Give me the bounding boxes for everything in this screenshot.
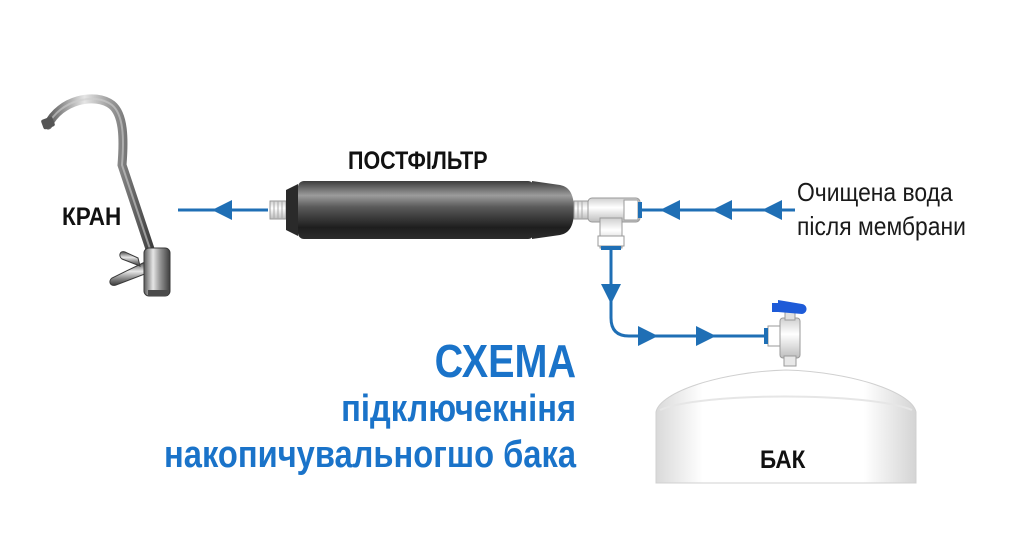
- tank-valve-icon: [764, 300, 807, 367]
- postfilter-label: ПОСТФІЛЬТР: [348, 147, 488, 175]
- pipe-faucet-filter: [178, 200, 268, 220]
- source-label-line2: після мембрани: [797, 211, 966, 241]
- source-label: Очищена вода після мембрани: [797, 175, 966, 243]
- flow-arrow: [601, 284, 621, 304]
- faucet-icon: [41, 94, 171, 297]
- flow-arrow: [696, 326, 716, 346]
- flow-arrow: [212, 200, 232, 220]
- tank-label: БАК: [760, 446, 806, 474]
- flow-arrow: [762, 200, 782, 220]
- pipe-source-tee: [642, 200, 795, 220]
- storage-tank-icon: [655, 369, 917, 484]
- title-line1: СХЕМА: [434, 335, 576, 387]
- flow-arrow: [660, 200, 680, 220]
- diagram-title: СХЕМА підключекніня накопичувальногшо ба…: [97, 336, 576, 478]
- flow-arrow: [638, 326, 658, 346]
- faucet-label: КРАН: [62, 203, 122, 231]
- title-line3: накопичувальногшо бака: [164, 434, 576, 476]
- pipe-tee-tank: [601, 250, 770, 346]
- tee-fitting-icon: [587, 197, 642, 250]
- flow-arrow: [712, 200, 732, 220]
- source-label-line1: Очищена вода: [797, 177, 953, 207]
- title-line2: підключекніня: [341, 388, 576, 430]
- filter-cartridge-icon: [269, 181, 589, 239]
